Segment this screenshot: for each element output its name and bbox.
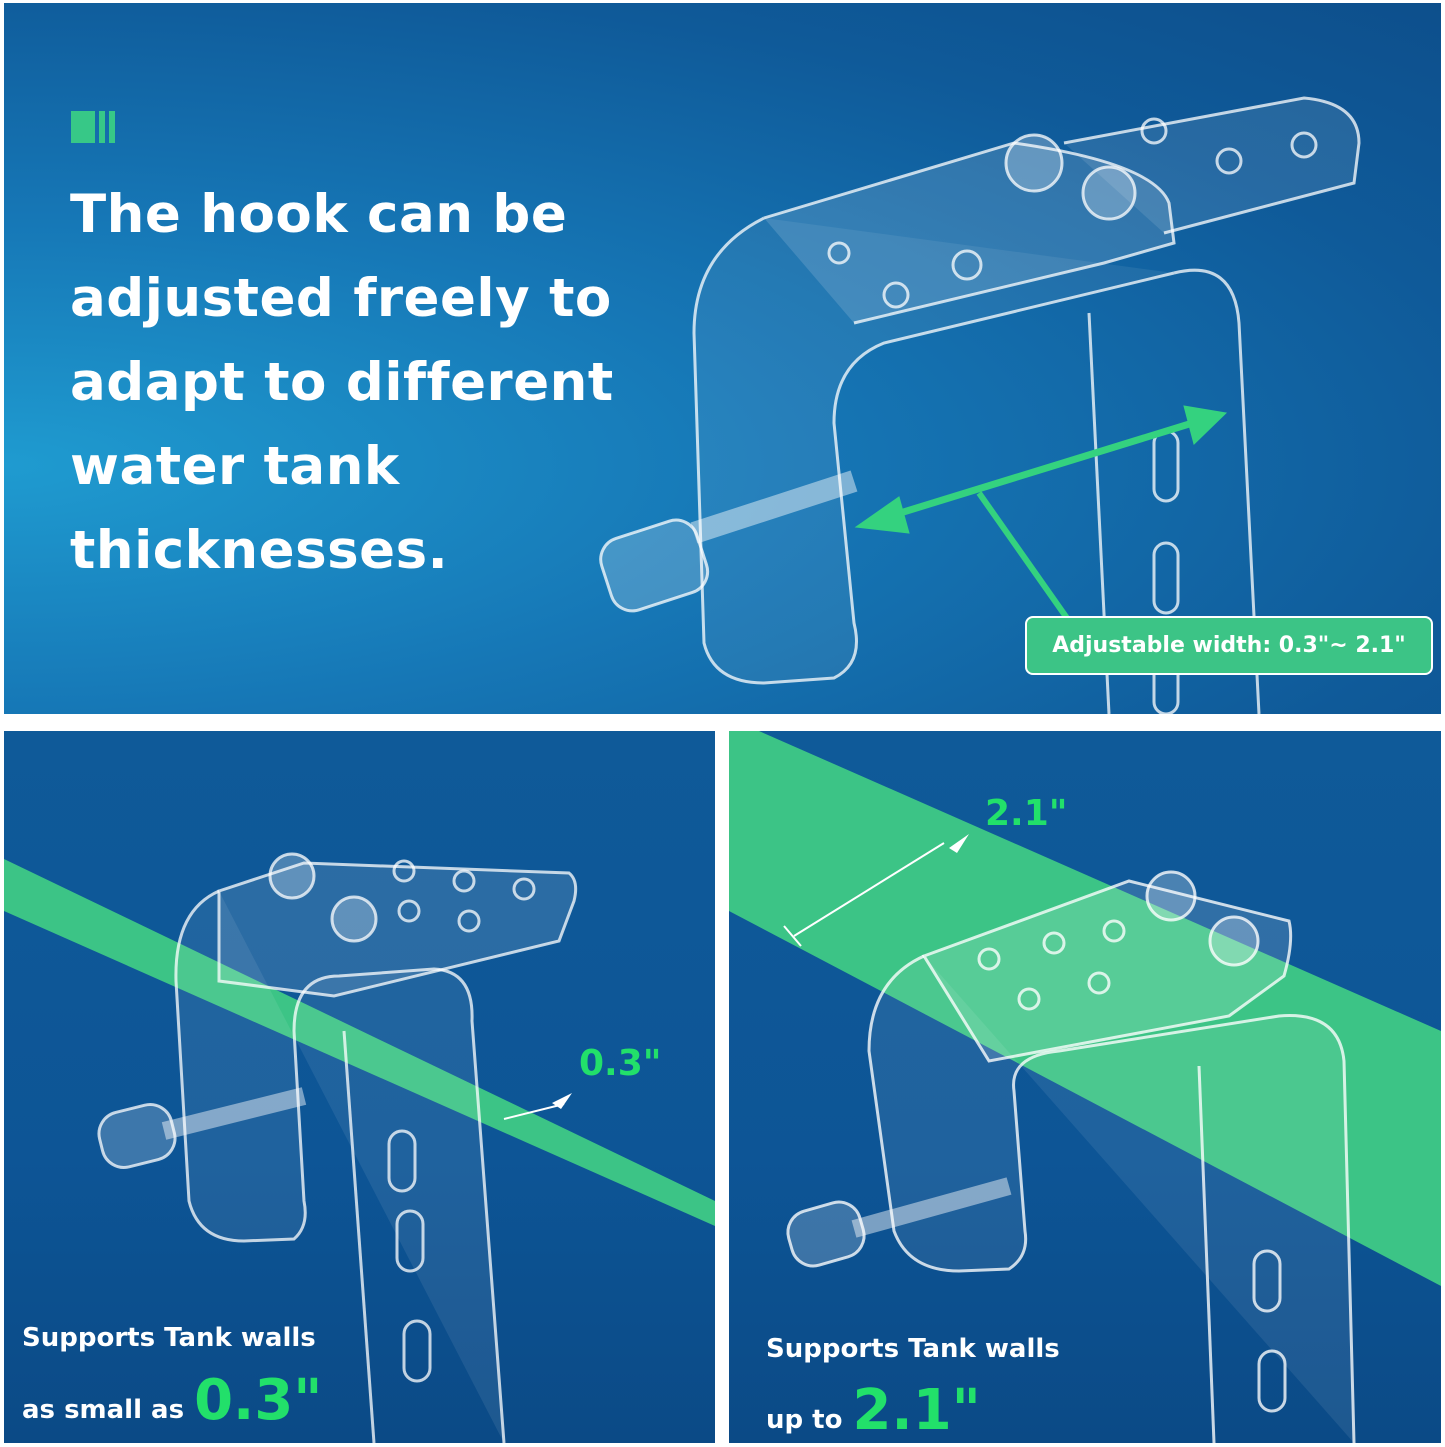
double-arrow-icon: [854, 405, 1228, 623]
bl-caption-value: 0.3": [194, 1368, 323, 1433]
br-caption-line2: up to 2.1": [766, 1381, 981, 1441]
br-caption-line1: Supports Tank walls: [766, 1334, 1060, 1364]
bottom-right-panel: 2.1" Supports Tank walls up to 2.1": [729, 731, 1441, 1443]
thick-wall-illustration: [729, 731, 1441, 1443]
thin-wall-illustration: [4, 852, 715, 1443]
bl-caption-prefix: as small as: [22, 1395, 185, 1425]
adjustable-width-badge: Adjustable width: 0.3"~ 2.1": [1025, 616, 1433, 675]
top-panel: The hook can be adjusted freely to adapt…: [4, 3, 1441, 714]
thick-wall-measure: 2.1": [985, 793, 1068, 834]
hook-clip-illustration: [599, 96, 1361, 714]
br-caption-prefix: up to: [766, 1405, 843, 1435]
bl-caption-line2: as small as 0.3": [22, 1371, 322, 1431]
br-caption-value: 2.1": [852, 1378, 981, 1443]
bottom-left-panel: 0.3" Supports Tank walls as small as 0.3…: [4, 731, 715, 1443]
thin-wall-measure: 0.3": [579, 1043, 662, 1084]
headline: The hook can be adjusted freely to adapt…: [70, 184, 614, 581]
bl-caption-line1: Supports Tank walls: [22, 1323, 316, 1353]
